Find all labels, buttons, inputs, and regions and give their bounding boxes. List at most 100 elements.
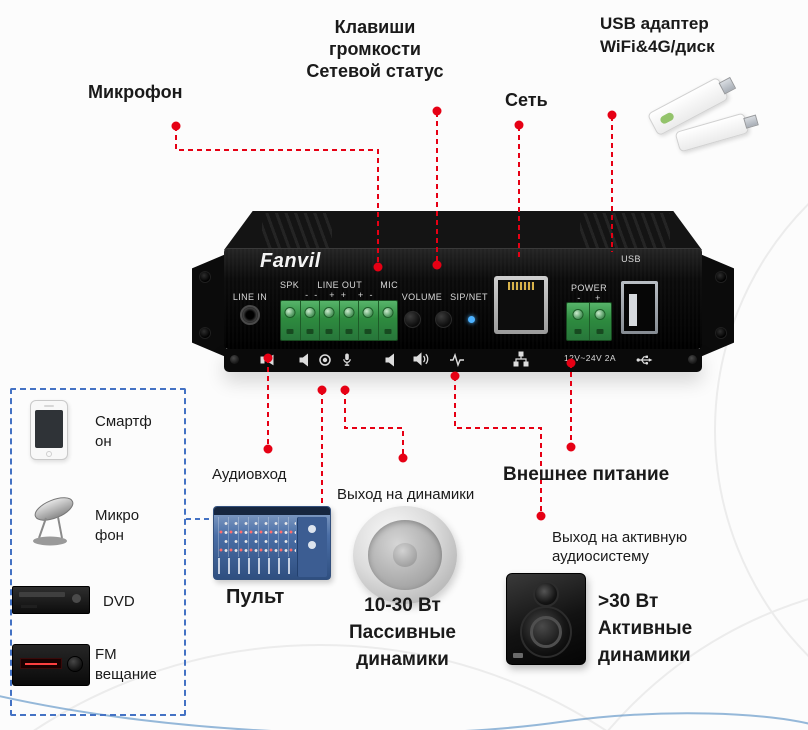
passive-speakers-label: 10-30 Вт Пассивные динамики [349, 595, 456, 670]
volume-button [404, 311, 421, 328]
terminal-cell [379, 301, 398, 340]
mixer-dial [308, 541, 316, 549]
screw-hole [716, 328, 726, 338]
ceiling-speaker-image [353, 506, 457, 604]
terminal-cell [281, 301, 301, 340]
callout-microphone: Микрофон [88, 82, 183, 102]
volume-label: VOLUME [401, 292, 443, 302]
fm-scale [25, 663, 57, 665]
dot-microphone-label [171, 121, 181, 131]
dot-speaker-output-label [398, 453, 408, 463]
status-led [468, 316, 475, 323]
phone-home-button [46, 451, 52, 457]
terminal-cell [301, 301, 320, 340]
line-in-jack [240, 305, 260, 325]
dot-speaker-output-port [340, 385, 350, 395]
usb-label: USB [621, 254, 641, 264]
connector-speaker-output [344, 390, 404, 456]
speaker-woofer [520, 606, 572, 658]
screw-hole [200, 272, 210, 282]
terminal-cell [340, 301, 359, 340]
source-fm-label: FM вещание [95, 646, 157, 683]
dot-audio-input-label [263, 444, 273, 454]
mounting-ear-left [192, 254, 226, 357]
mixer-top [214, 507, 330, 515]
speaker-loud-icon [413, 352, 429, 366]
network-icon [513, 351, 529, 367]
decor-arc [714, 203, 808, 657]
microphone-icon [343, 353, 351, 366]
power-label: POWER [570, 283, 607, 293]
line-in-icon [260, 354, 274, 366]
dot-usb-label [607, 110, 617, 120]
active-speaker-image [506, 573, 586, 665]
source-dvd-label: DVD [103, 593, 135, 610]
active-speakers-label: >30 Вт Активные динамики [598, 591, 693, 666]
mixer-label: Пульт [226, 586, 285, 608]
fm-radio-icon [12, 644, 90, 686]
waveform-icon [450, 352, 464, 368]
brand-logo: Fanvil [260, 250, 321, 272]
terminal-cell [359, 301, 379, 340]
callout-active-output-line1: Выход на активную [552, 529, 688, 546]
desk-microphone-icon [33, 497, 74, 546]
dvd-tray [19, 592, 65, 597]
mixer-faders [218, 558, 296, 574]
line-out-label: LINE OUT [317, 280, 363, 290]
dot-mixer-port [317, 385, 327, 395]
speaker-tweeter [533, 581, 559, 607]
device-top-stripes [262, 213, 332, 248]
record-icon [319, 354, 331, 366]
callout-usb-adapter-line2: WiFi&4G/диск [600, 37, 715, 56]
mounting-ear-right [700, 254, 734, 357]
callout-volume-keys: Клавиши громкости [329, 17, 421, 59]
dvd-player-icon [12, 586, 90, 614]
phone-screen [35, 410, 63, 448]
terminal-cell [567, 303, 590, 340]
dot-network-label [514, 120, 524, 130]
screw [230, 355, 239, 364]
ethernet-pins [508, 282, 534, 290]
terminal-block-6pos [280, 300, 398, 341]
mixer-dial [308, 525, 316, 533]
power-spec-label: 12V~24V 2A [564, 353, 616, 363]
power-polarity: - + [577, 293, 601, 303]
terminal-cell [590, 303, 612, 340]
callout-audio-input: Аудиовход [212, 466, 287, 483]
dot-volume-label [432, 106, 442, 116]
source-microphone-label: Микро фон [95, 507, 140, 544]
dvd-button [72, 594, 81, 603]
terminal-labels-row: SPK LINE OUT MIC [280, 280, 398, 290]
callout-usb-adapter: USB адаптер WiFi&4G/диск [600, 12, 715, 58]
usb-opening [624, 284, 655, 331]
speaker-logo [513, 653, 523, 658]
dot-active-output-label [536, 511, 546, 521]
screw-hole [716, 272, 726, 282]
callout-active-output: Выход на активную аудиосистему [552, 528, 687, 566]
fm-display [20, 658, 62, 669]
speaker-cap [392, 543, 418, 567]
dot-active-output-port [450, 371, 460, 381]
terminal-block-power [566, 302, 612, 341]
callout-usb-adapter-line1: USB адаптер [600, 14, 709, 33]
callout-volume-status: Клавиши громкости Сетевой статус [305, 16, 445, 82]
callout-external-power: Внешнее питание [503, 464, 670, 485]
ethernet-port [494, 276, 548, 334]
screw [688, 355, 697, 364]
dot-power-label [566, 442, 576, 452]
speaker-icon [299, 353, 308, 367]
callout-active-output-line2: аудиосистему [552, 548, 650, 565]
device-top-stripes [580, 213, 670, 248]
dongle-logo [658, 110, 675, 125]
spk-label: SPK [280, 280, 300, 290]
ethernet-opening [498, 280, 544, 330]
mixer-knobs [218, 517, 296, 557]
mic-label: MIC [380, 280, 398, 290]
speaker-icon [385, 353, 394, 367]
callout-network-status: Сетевой статус [306, 61, 444, 81]
usb-icon [636, 355, 653, 365]
fm-knob [67, 656, 83, 672]
smartphone-icon [30, 400, 68, 460]
dongle-usb-plug [718, 76, 737, 95]
